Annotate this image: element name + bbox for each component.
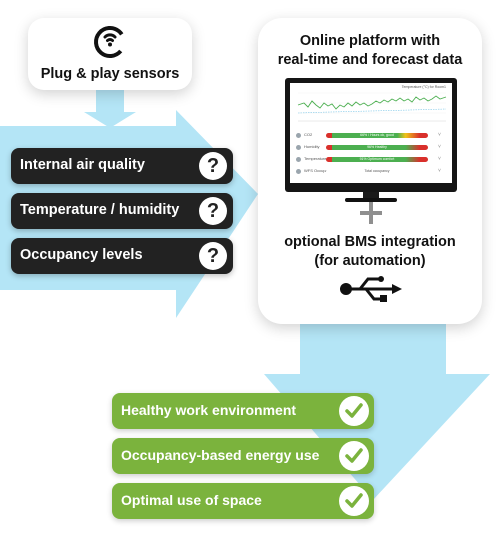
dashboard-line [297, 95, 447, 110]
monitor-screen: Temperature (°C) for Room1 CO2 66% / Hour… [285, 78, 457, 192]
chevron-down-icon: ˅ [438, 168, 441, 174]
platform-card: Online platform with real-time and forec… [258, 18, 482, 324]
platform-title-line1: Online platform with [299, 33, 441, 49]
sensor-title: Plug & play sensors [40, 66, 180, 82]
question-icon: ? [199, 197, 227, 225]
check-icon [339, 441, 369, 471]
chevron-down-icon: ˅ [438, 156, 441, 162]
monitor-base [345, 198, 397, 202]
check-icon [339, 396, 369, 426]
dashboard-chart-title: Temperature (°C) for Room1 [402, 85, 446, 89]
down-arrow [264, 324, 490, 500]
dashboard-row-bar: 96% Healthy [326, 145, 428, 150]
result-label: Optimal use of space [121, 492, 262, 508]
question-label: Temperature / humidity [20, 202, 180, 218]
question-icon: ? [199, 152, 227, 180]
dashboard-row-icon [296, 169, 301, 174]
chevron-down-icon: ˅ [438, 132, 441, 138]
sensor-down-arrow [84, 90, 136, 128]
question-pill-occupancy: Occupancy levels ? [11, 238, 233, 274]
result-pill-energy: Occupancy-based energy use [112, 438, 374, 474]
dashboard-screenshot: Temperature (°C) for Room1 CO2 66% / Hour… [290, 83, 452, 183]
dashboard-forecast [297, 108, 447, 114]
result-pill-space: Optimal use of space [112, 483, 374, 519]
platform-title-line2: real-time and forecast data [277, 52, 463, 68]
dashboard-row-icon [296, 145, 301, 150]
sensor-signal-icon [94, 26, 126, 58]
result-pill-healthy: Healthy work environment [112, 393, 374, 429]
question-label: Occupancy levels [20, 247, 143, 263]
dashboard-row-name: WFS Occupancy [304, 168, 335, 173]
usb-icon [340, 276, 402, 302]
dashboard-row-bar-text: 66% / Hours ok, good [360, 133, 394, 137]
question-pill-air-quality: Internal air quality ? [11, 148, 233, 184]
bms-title: optional BMS integration (for automation… [258, 233, 482, 271]
dashboard-row-icon [296, 157, 301, 162]
result-label: Occupancy-based energy use [121, 447, 320, 463]
chevron-down-icon: ˅ [438, 144, 441, 150]
bms-title-line1: optional BMS integration [284, 234, 456, 250]
result-label: Healthy work environment [121, 402, 297, 418]
question-icon: ? [199, 242, 227, 270]
sensor-card: Plug & play sensors [28, 18, 192, 90]
dashboard-row-name: Temperature [304, 156, 327, 161]
dashboard-row: Temperature 91% Optimum comfort ˅ [294, 155, 448, 165]
check-icon [339, 486, 369, 516]
dashboard-row: Humidity 96% Healthy ˅ [294, 143, 448, 153]
bms-title-line2: (for automation) [314, 253, 426, 269]
dashboard-chart: Temperature (°C) for Room1 [290, 83, 452, 127]
dashboard-row-name: CO2 [304, 132, 313, 137]
dashboard-row: CO2 66% / Hours ok, good ˅ [294, 131, 448, 141]
monitor: Temperature (°C) for Room1 CO2 66% / Hour… [285, 78, 457, 254]
dashboard-row-bar-text: Total occupancy [364, 169, 390, 173]
dashboard-row-bar: 66% / Hours ok, good [326, 133, 428, 138]
platform-title: Online platform with real-time and forec… [258, 32, 482, 70]
question-label: Internal air quality [20, 157, 145, 173]
dashboard-row-name: Humidity [304, 144, 320, 149]
dashboard-row-bar-text: 96% Healthy [367, 145, 387, 149]
monitor-stand [363, 192, 379, 198]
question-pill-temperature: Temperature / humidity ? [11, 193, 233, 229]
dashboard-row: WFS Occupancy Total occupancy ˅ [294, 167, 448, 177]
dashboard-row-bar: 91% Optimum comfort [326, 157, 428, 162]
dashboard-row-bar-text: 91% Optimum comfort [359, 157, 395, 161]
dashboard-row-bar: Total occupancy [326, 169, 428, 174]
plus-icon [360, 202, 382, 224]
dashboard-row-icon [296, 133, 301, 138]
